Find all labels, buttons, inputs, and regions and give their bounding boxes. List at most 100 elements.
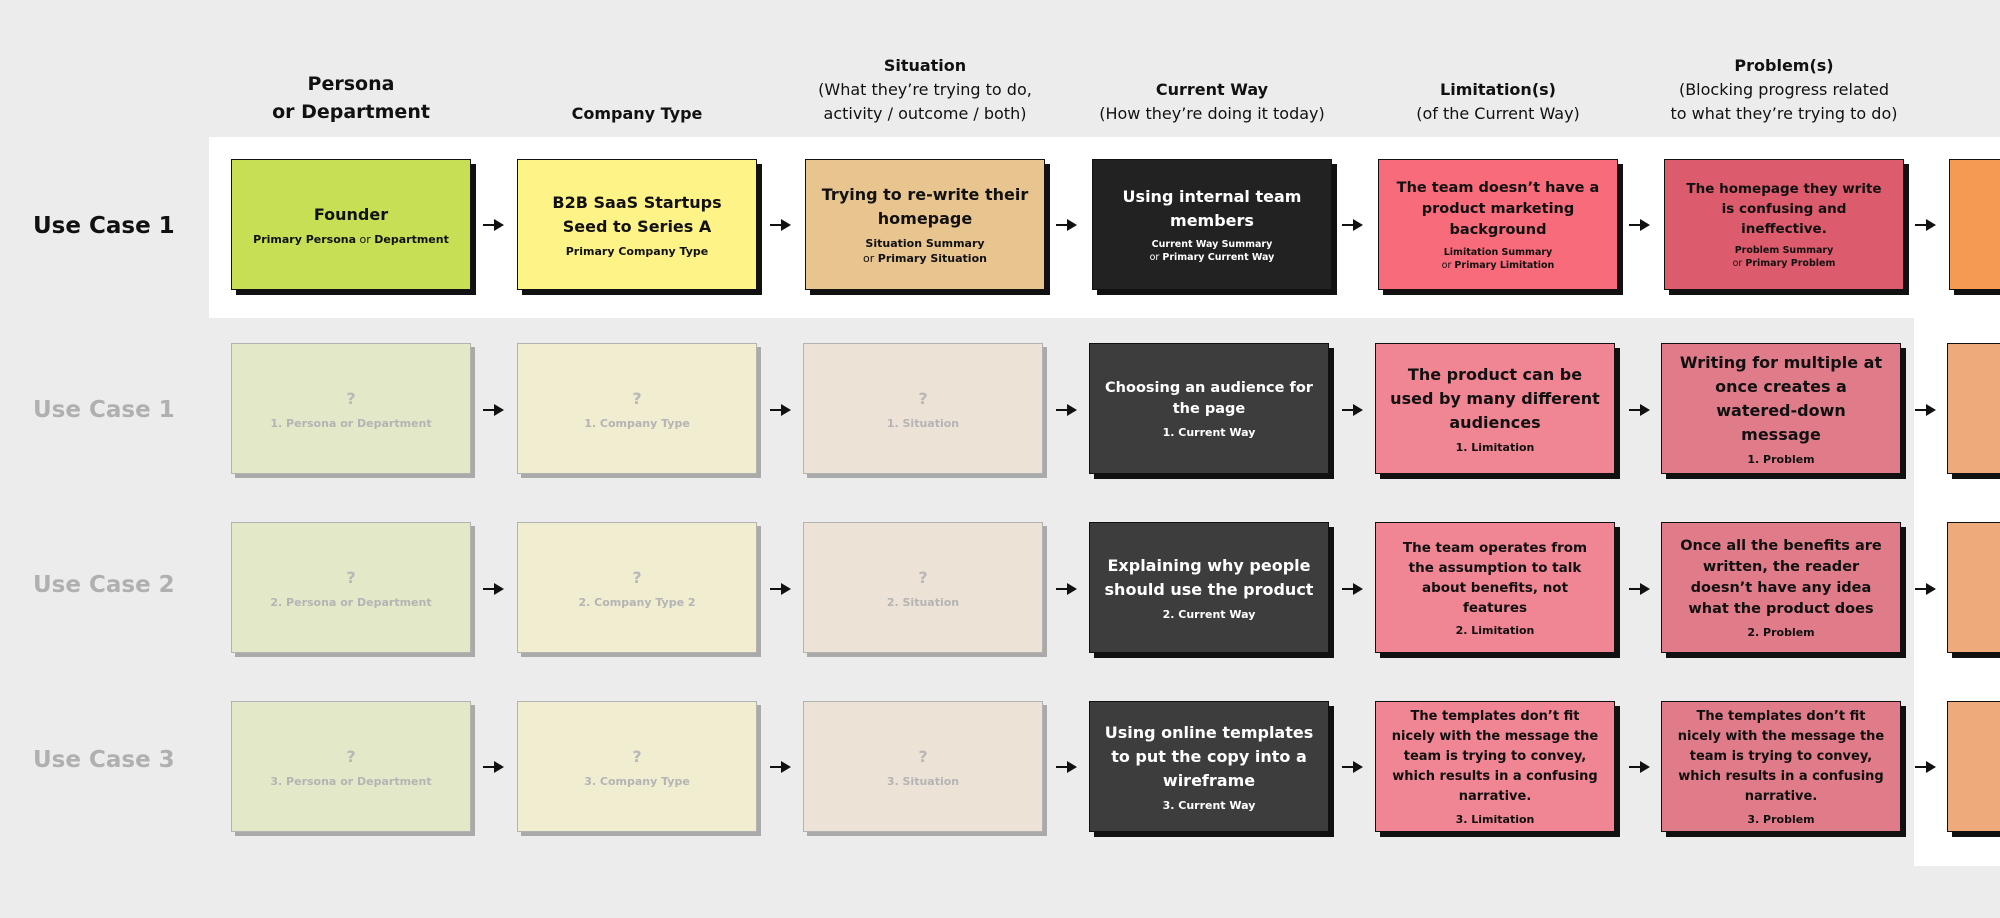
situation-card[interactable]: ? 1. Situation — [803, 343, 1043, 474]
card-title: The templates don’t fit nicely with the … — [1391, 708, 1599, 804]
next-column-card[interactable] — [1947, 343, 2000, 474]
card-title: ? — [918, 388, 928, 408]
card-caption: 3. Current Way — [1162, 798, 1256, 812]
flow-arrow — [770, 219, 792, 231]
card-caption: 2. Problem — [1747, 625, 1815, 639]
column-title: Problem(s) — [1734, 56, 1834, 75]
flow-arrow — [483, 404, 505, 416]
flow-arrow — [1056, 404, 1078, 416]
card-title: ? — [346, 567, 356, 587]
persona-card[interactable]: ? 1. Persona or Department — [231, 343, 471, 474]
flow-arrow — [483, 219, 505, 231]
card-title: ? — [632, 567, 642, 587]
row-label: Use Case 2 — [33, 572, 175, 598]
column-title: Company Type — [571, 104, 703, 123]
flow-arrow — [1915, 761, 1937, 773]
column-subtitle: (Blocking progress related — [1678, 80, 1890, 99]
next-column-card[interactable] — [1947, 522, 2000, 653]
current-way-card[interactable]: Explaining why people should use the pro… — [1089, 522, 1329, 653]
flow-arrow — [1056, 219, 1078, 231]
column-header-problems: Problem(s) (Blocking progress related to… — [1641, 0, 1927, 138]
flow-arrow — [770, 583, 792, 595]
flow-arrow — [1342, 219, 1364, 231]
next-column-card[interactable] — [1947, 701, 2000, 832]
card-caption: 1. Situation — [886, 416, 960, 430]
card-title: ? — [346, 746, 356, 766]
card-caption: 3. Problem — [1747, 812, 1815, 826]
flow-arrow — [483, 761, 505, 773]
card-title: The team operates from the assumption to… — [1402, 539, 1588, 616]
column-subtitle-line2: activity / outcome / both) — [823, 104, 1027, 123]
limitation-card[interactable]: The product can be used by many differen… — [1375, 343, 1615, 474]
flow-arrow — [1629, 761, 1651, 773]
column-subtitle: (of the Current Way) — [1416, 104, 1580, 123]
current-way-card[interactable]: Using online templates to put the copy i… — [1089, 701, 1329, 832]
card-caption: 3. Limitation — [1455, 812, 1535, 826]
flow-arrow — [1056, 583, 1078, 595]
card-title: The templates don’t fit nicely with the … — [1677, 708, 1885, 804]
column-header-persona: Persona or Department — [208, 0, 494, 138]
problem-card[interactable]: The templates don’t fit nicely with the … — [1661, 701, 1901, 832]
flow-arrow — [1342, 583, 1364, 595]
persona-card[interactable]: ? 3. Persona or Department — [231, 701, 471, 832]
column-subtitle: (What they’re trying to do, — [818, 80, 1032, 99]
card-caption: 2. Situation — [886, 595, 960, 609]
flow-arrow — [1915, 219, 1937, 231]
company-type-card[interactable]: ? 3. Company Type — [517, 701, 757, 832]
current-way-card[interactable]: Using internal team members Current Way … — [1092, 159, 1332, 290]
card-title: ? — [632, 388, 642, 408]
persona-card[interactable]: Founder Primary Persona or Department — [231, 159, 471, 290]
flow-arrow — [1342, 404, 1364, 416]
flow-arrow — [770, 404, 792, 416]
next-column-card[interactable] — [1949, 159, 2000, 290]
card-title: Using online templates to put the copy i… — [1104, 722, 1314, 790]
column-subtitle-line2: to what they’re trying to do) — [1670, 104, 1898, 123]
limitation-card[interactable]: The team operates from the assumption to… — [1375, 522, 1615, 653]
flow-arrow — [1915, 583, 1937, 595]
card-caption: 1. Current Way — [1162, 425, 1256, 439]
column-title-line2: or Department — [272, 101, 430, 123]
flow-arrow — [1629, 583, 1651, 595]
situation-card[interactable]: ? 2. Situation — [803, 522, 1043, 653]
situation-card[interactable]: Trying to re-write their homepage Situat… — [805, 159, 1045, 290]
card-title: Once all the benefits are written, the r… — [1680, 537, 1882, 617]
card-title: ? — [632, 746, 642, 766]
card-caption: Primary Persona or Department — [253, 232, 449, 246]
flow-arrow — [770, 761, 792, 773]
situation-card[interactable]: ? 3. Situation — [803, 701, 1043, 832]
column-title: Persona — [307, 73, 395, 95]
card-caption: 2. Limitation — [1455, 623, 1535, 637]
card-title: Trying to re-write their homepage — [821, 185, 1029, 228]
limitation-card[interactable]: The team doesn’t have a product marketin… — [1378, 159, 1618, 290]
card-caption: 1. Problem — [1747, 452, 1815, 466]
card-title: ? — [918, 567, 928, 587]
company-type-card[interactable]: ? 1. Company Type — [517, 343, 757, 474]
limitation-card[interactable]: The templates don’t fit nicely with the … — [1375, 701, 1615, 832]
card-title: The product can be used by many differen… — [1390, 364, 1600, 432]
column-header-current-way: Current Way (How they’re doing it today) — [1069, 0, 1355, 138]
column-header-limitations: Limitation(s) (of the Current Way) — [1355, 0, 1641, 138]
column-title: Limitation(s) — [1440, 80, 1556, 99]
card-caption: 2. Current Way — [1162, 607, 1256, 621]
card-title: Using internal team members — [1122, 187, 1302, 230]
problem-card[interactable]: The homepage they write is confusing and… — [1664, 159, 1904, 290]
problem-card[interactable]: Once all the benefits are written, the r… — [1661, 522, 1901, 653]
flow-arrow — [1629, 404, 1651, 416]
card-caption: 2. Company Type 2 — [578, 595, 696, 609]
row-label-primary: Use Case 1 — [33, 213, 175, 239]
problem-card[interactable]: Writing for multiple at once creates a w… — [1661, 343, 1901, 474]
current-way-card[interactable]: Choosing an audience for the page 1. Cur… — [1089, 343, 1329, 474]
card-caption: 1. Persona or Department — [270, 416, 432, 430]
column-subtitle: (How they’re doing it today) — [1099, 104, 1325, 123]
card-title: The team doesn’t have a product marketin… — [1396, 179, 1600, 238]
flow-arrow — [483, 583, 505, 595]
persona-card[interactable]: ? 2. Persona or Department — [231, 522, 471, 653]
card-caption: Primary Company Type — [565, 244, 709, 258]
company-type-card[interactable]: B2B SaaS Startups Seed to Series A Prima… — [517, 159, 757, 290]
column-header-situation: Situation (What they’re trying to do, ac… — [782, 0, 1068, 138]
card-title: The homepage they write is confusing and… — [1686, 181, 1882, 237]
company-type-card[interactable]: ? 2. Company Type 2 — [517, 522, 757, 653]
